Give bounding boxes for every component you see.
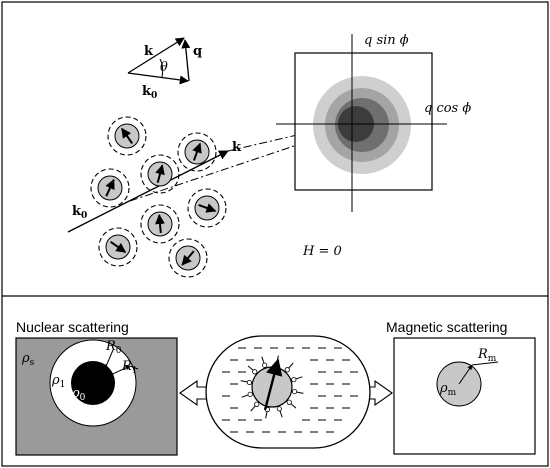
surfactant-spokes — [240, 355, 304, 419]
moment-arrow-icon — [155, 214, 165, 234]
angle-theta-label: θ — [160, 60, 168, 75]
rho-s-label: ρs — [21, 351, 35, 368]
magnetic-panel: Magnetic scattering Rm ρm — [386, 319, 536, 455]
central-moment-arrow — [263, 358, 283, 411]
particle — [98, 227, 138, 267]
scattering-vector-triangle: k q k0 θ — [127, 37, 202, 101]
R-m-label: Rm — [477, 347, 497, 364]
central-capsule — [205, 335, 371, 449]
particle — [140, 204, 180, 244]
axis-q-sin-phi: q sin ϕ — [364, 33, 409, 48]
vector-k-label: k — [144, 44, 154, 59]
particle-cluster — [90, 116, 227, 278]
vector-k0-label: k0 — [142, 84, 157, 101]
rho-1-label: ρ1 — [51, 373, 65, 390]
particle — [90, 168, 130, 208]
moment-arrow-icon — [198, 203, 217, 213]
moment-arrow-icon — [105, 178, 115, 197]
moment-arrow-icon — [110, 241, 127, 253]
field-label: H = 0 — [302, 244, 342, 259]
particle — [140, 154, 180, 194]
magnetic-title: Magnetic scattering — [386, 319, 507, 335]
moment-arrow-icon — [121, 127, 133, 144]
moment-arrow-icon — [155, 164, 165, 183]
solvent-dashes — [222, 347, 358, 433]
nuclear-title: Nuclear scattering — [16, 319, 129, 335]
beam-k-label: k — [232, 140, 242, 155]
beam-k0-label: k0 — [72, 204, 87, 221]
moment-arrow-icon — [192, 142, 202, 161]
axis-q-cos-phi: q cos ϕ — [424, 101, 471, 116]
R-1-label: R1 — [121, 359, 138, 376]
detector: q sin ϕ q cos ϕ — [276, 33, 471, 212]
R-0-label: R0 — [105, 339, 122, 356]
particle — [168, 238, 208, 278]
rho-0-label: ρ0 — [71, 386, 86, 403]
nuclear-panel: Nuclear scattering ρs ρ1 ρ0 R0 R1 — [15, 319, 178, 456]
particle — [187, 188, 227, 228]
rho-m-label: ρm — [439, 381, 457, 398]
particle — [107, 116, 147, 156]
moment-arrow-icon — [181, 250, 195, 266]
particle — [177, 132, 217, 172]
vector-q-label: q — [193, 44, 202, 59]
